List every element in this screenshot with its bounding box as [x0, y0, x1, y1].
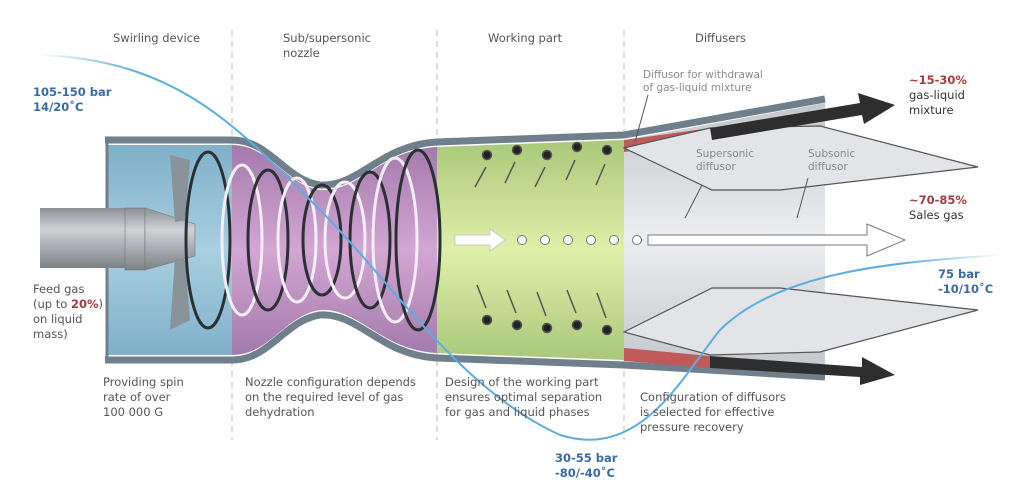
pointer-lines [634, 94, 809, 219]
svg-text:dehydration: dehydration [245, 405, 315, 419]
supersonic-diffusor-1: Supersonic [696, 148, 754, 160]
inlet-temperature: 14/20˚C [33, 99, 83, 114]
diffusor-withdrawal-1: Diffusor for withdrawal [643, 69, 763, 81]
svg-text:Design of the working part: Design of the working part [445, 375, 599, 389]
svg-text:Providing spin: Providing spin [103, 375, 184, 389]
description-nozzle: Nozzle configuration depends on the requ… [245, 375, 416, 419]
description-swirling: Providing spin rate of over 100 000 G [103, 375, 184, 419]
bottom-outlet-arrow-icon [710, 356, 895, 385]
section-dividers [231, 30, 625, 440]
feed-gas-line3: on liquid [33, 312, 82, 326]
svg-text:for gas and liquid phases: for gas and liquid phases [445, 405, 590, 419]
diffusor-withdrawal-2: of gas-liquid mixture [643, 82, 752, 94]
inlet-arrow-icon [454, 228, 506, 252]
liquid-film-bottom [624, 348, 710, 368]
svg-text:Nozzle configuration depends: Nozzle configuration depends [245, 375, 416, 389]
svg-text:ensures optimal separation: ensures optimal separation [445, 390, 602, 404]
gas-flow [454, 223, 907, 257]
svg-text:on the required level of gas: on the required level of gas [245, 390, 403, 404]
description-diffusers: Configuration of diffusors is selected f… [640, 390, 786, 434]
pressure-curve [39, 54, 1001, 441]
subsonic-diffusor-1: Subsonic [808, 148, 855, 160]
sales-gas-label: Sales gas [909, 208, 964, 222]
droplets [474, 141, 613, 336]
feed-gas-share: (up to 20%) [33, 297, 103, 311]
header-nozzle-1: Sub/supersonic [283, 31, 371, 45]
svg-text:100 000 G: 100 000 G [103, 405, 163, 419]
header-swirling-device: Swirling device [113, 31, 200, 45]
description-working: Design of the working part ensures optim… [445, 375, 602, 419]
mixture-label-1: gas-liquid [909, 88, 965, 102]
top-outlet-arrow-icon [710, 93, 895, 140]
header-diffusers: Diffusers [695, 31, 746, 45]
sales-gas-percent: ~70-85% [909, 193, 967, 207]
mixture-percent: ~15-30% [909, 73, 967, 87]
outlet-temperature: -10/10˚C [938, 281, 993, 296]
subsonic-diffusor-2: diffusor [808, 161, 848, 173]
svg-text:is selected for effective: is selected for effective [640, 405, 775, 419]
swirler-blade-top [170, 155, 190, 222]
feed-gas-line4: mass) [33, 327, 68, 341]
svg-text:pressure recovery: pressure recovery [640, 420, 744, 434]
swirl-rings [184, 148, 442, 332]
inlet-pressure: 105-150 bar [33, 85, 112, 99]
feed-pipe [40, 155, 196, 330]
outlet-pressure: 75 bar [938, 267, 980, 281]
body-wall-bottom [105, 311, 826, 381]
header-working-part: Working part [488, 31, 563, 45]
svg-text:rate of over: rate of over [103, 390, 171, 404]
supersonic-diffusor-2: diffusor [696, 161, 736, 173]
svg-text:Configuration of diffusors: Configuration of diffusors [640, 390, 786, 404]
throat-pressure: 30-55 bar [555, 451, 618, 465]
swirler-blade-bottom [170, 258, 190, 330]
liquid-outlet-arrows [710, 93, 895, 385]
mixture-label-2: mixture [909, 103, 954, 117]
sales-gas-arrow-icon [647, 223, 907, 257]
working-section [437, 140, 624, 360]
feed-gas-label: Feed gas [33, 282, 84, 296]
throat-temperature: -80/-40˚C [555, 465, 615, 480]
header-nozzle-2: nozzle [283, 46, 320, 60]
